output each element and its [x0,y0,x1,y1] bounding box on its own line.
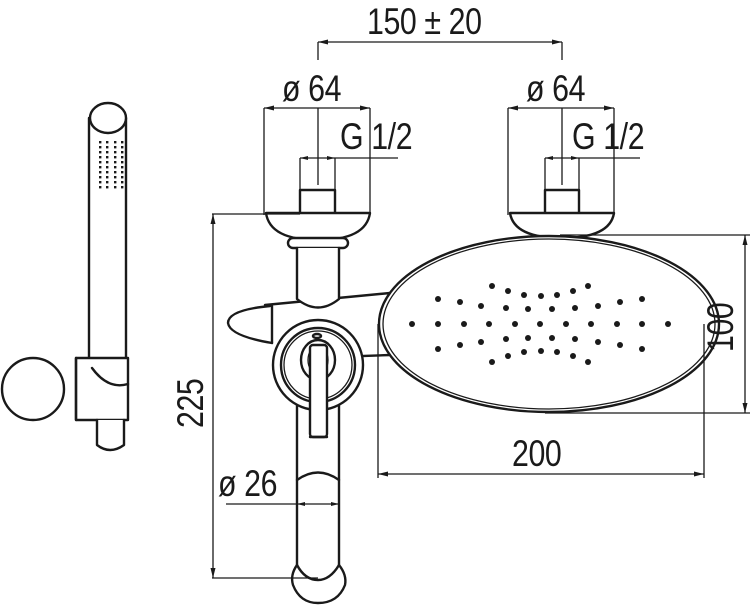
hand-shower-nozzles [99,141,124,189]
left-wall-connector [264,188,372,250]
shower-head [377,234,721,414]
lever-handle [308,343,329,439]
height-dimension [210,213,318,579]
shower-head-nozzles [409,283,671,365]
head-width-label: 200 [512,433,562,474]
right-flange-diameter-label: ø 64 [526,68,586,109]
left-flange-dimension [263,105,398,215]
head-width-dimension [377,324,705,478]
inlet-spacing-dimension [317,39,563,60]
head-height-label: 100 [700,302,741,352]
spout [290,403,347,605]
total-height-label: 225 [170,378,211,428]
right-thread-label: G 1/2 [572,116,645,157]
spout-diameter-dimension [226,502,339,506]
inlet-spacing-label: 150 ± 20 [367,1,482,42]
left-thread-label: G 1/2 [340,116,413,157]
right-flange-dimension [507,105,640,215]
head-height-dimension [545,234,750,414]
left-flange-diameter-label: ø 64 [282,68,342,109]
spout-diameter-label: ø 26 [218,463,278,504]
right-wall-connector [508,188,616,240]
hand-shower [0,101,130,452]
